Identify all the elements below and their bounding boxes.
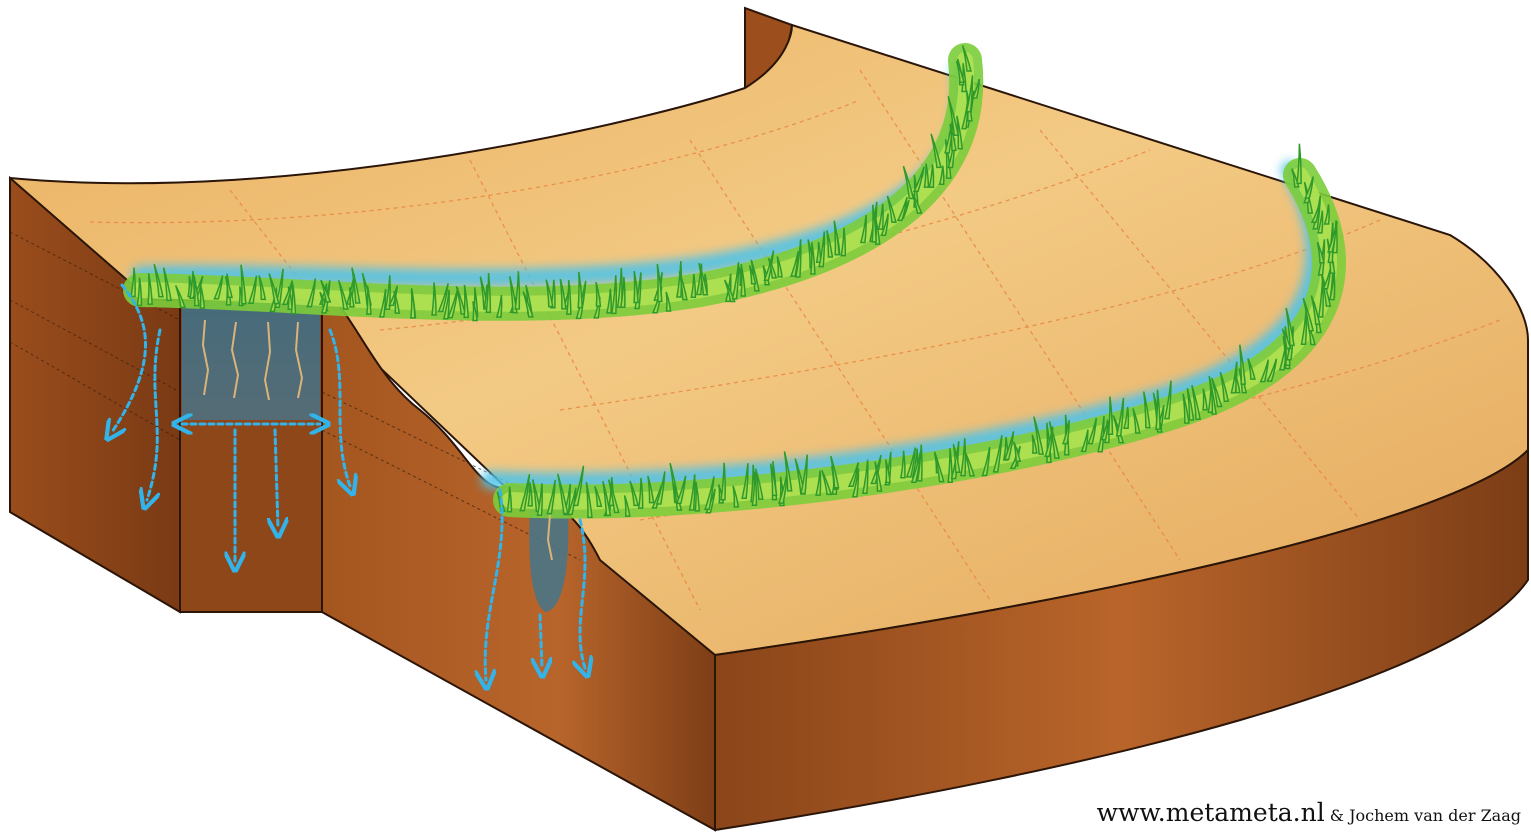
credit-author: & Jochem van der Zaag [1330, 806, 1521, 825]
credit-site: www.metameta.nl [1097, 798, 1325, 827]
credit: www.metameta.nl & Jochem van der Zaag [1097, 798, 1521, 827]
